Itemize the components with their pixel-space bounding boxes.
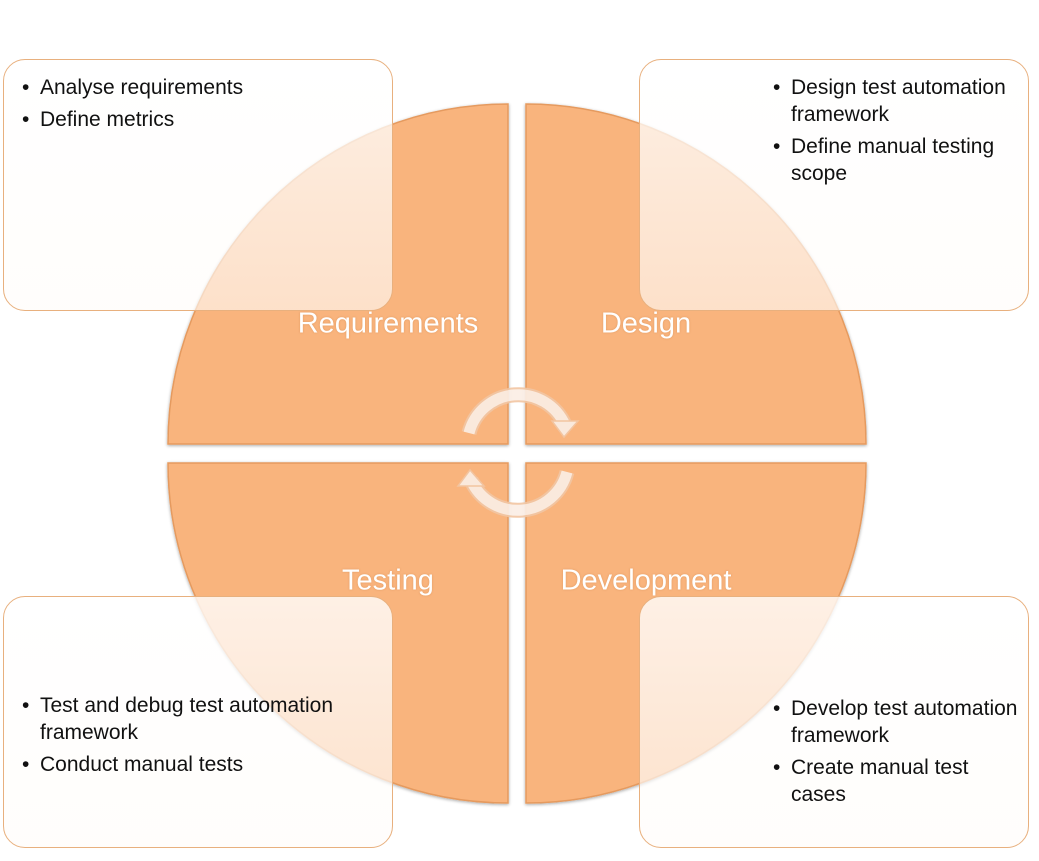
requirements-bullet-list: Analyse requirements Define metrics: [22, 74, 382, 138]
bullet-item: Create manual test cases: [773, 754, 1023, 808]
requirements-notes-box: Analyse requirements Define metrics: [3, 59, 393, 311]
design-notes-box: Design test automation framework Define …: [639, 59, 1029, 311]
bullet-item: Test and debug test automation framework: [22, 692, 382, 746]
bullet-item: Analyse requirements: [22, 74, 382, 101]
bullet-item: Design test automation framework: [773, 74, 1023, 128]
quadrant-label-requirements: Requirements: [297, 307, 479, 340]
quadrant-label-testing: Testing: [342, 564, 434, 597]
testing-notes-box: Test and debug test automation framework…: [3, 596, 393, 848]
quadrant-label-design: Design: [600, 307, 692, 340]
development-bullet-list: Develop test automation framework Create…: [773, 695, 1023, 813]
bullet-item: Define manual testing scope: [773, 133, 1023, 187]
design-bullet-list: Design test automation framework Define …: [773, 74, 1023, 192]
testing-bullet-list: Test and debug test automation framework…: [22, 692, 382, 783]
quadrant-label-development: Development: [560, 564, 732, 597]
bullet-item: Conduct manual tests: [22, 751, 382, 778]
circular-arrows-icon: [456, 387, 580, 518]
development-notes-box: Develop test automation framework Create…: [639, 596, 1029, 848]
bullet-item: Develop test automation framework: [773, 695, 1023, 749]
bullet-item: Define metrics: [22, 106, 382, 133]
